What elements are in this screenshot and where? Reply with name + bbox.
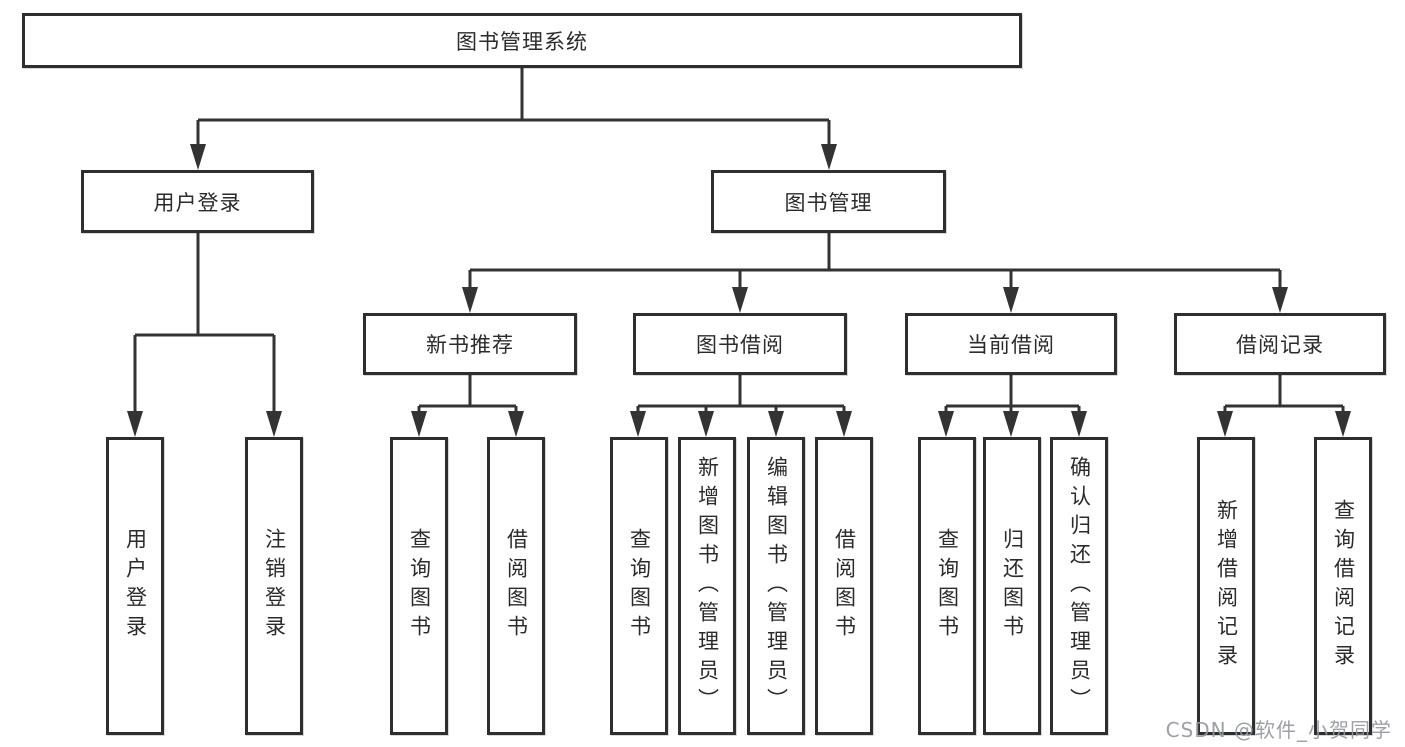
node-borrowing-records: 借阅记录 — [1174, 313, 1386, 375]
node-label: 编辑图书（管理员） — [764, 455, 789, 717]
node-label: 图书借阅 — [696, 333, 784, 357]
node-label: 借阅图书 — [504, 528, 529, 644]
node-label: 归还图书 — [1000, 528, 1025, 644]
node-label: 用户登录 — [123, 528, 148, 644]
arrow-down-icon — [462, 287, 478, 313]
arrow-down-icon — [821, 144, 837, 170]
leaf-return-books: 归还图书 — [983, 437, 1041, 735]
node-current-borrowing: 当前借阅 — [905, 313, 1117, 375]
leaf-borrow-books-recommend: 借阅图书 — [487, 437, 545, 735]
node-label: 借阅图书 — [832, 528, 857, 644]
arrow-down-icon — [1003, 411, 1019, 437]
arrow-down-icon — [1335, 411, 1351, 437]
node-label: 确认归还（管理员） — [1067, 455, 1092, 717]
node-label: 查询图书 — [935, 528, 960, 644]
tree-edges — [133, 68, 1345, 415]
leaf-borrow-books: 借阅图书 — [815, 437, 873, 735]
arrow-down-icon — [127, 411, 143, 437]
csdn-watermark: CSDN @软件_小贺同学 — [1165, 718, 1392, 742]
leaf-logout: 注销登录 — [245, 437, 303, 735]
node-new-book-recommendation: 新书推荐 — [363, 313, 577, 375]
node-label: 新增借阅记录 — [1214, 499, 1239, 673]
arrow-down-icon — [1217, 411, 1233, 437]
arrow-down-icon — [1071, 411, 1087, 437]
node-root-library-system: 图书管理系统 — [22, 13, 1022, 68]
arrow-down-icon — [266, 411, 282, 437]
arrow-down-icon — [630, 411, 646, 437]
node-label: 新书推荐 — [426, 333, 514, 357]
leaf-query-books-borrowing: 查询图书 — [610, 437, 668, 735]
arrow-down-icon — [508, 411, 524, 437]
node-label: 查询图书 — [407, 528, 432, 644]
arrow-down-icon — [938, 411, 954, 437]
arrow-down-icon — [190, 144, 206, 170]
node-user-login-branch: 用户登录 — [81, 170, 314, 233]
node-label: 查询图书 — [627, 528, 652, 644]
arrow-down-icon — [411, 411, 427, 437]
arrow-down-icon — [1272, 287, 1288, 313]
leaf-add-book-admin: 新增图书（管理员） — [678, 437, 736, 735]
arrow-down-icon — [698, 411, 714, 437]
leaf-query-books-current: 查询图书 — [918, 437, 976, 735]
node-label: 查询借阅记录 — [1331, 499, 1356, 673]
node-label: 图书管理系统 — [456, 29, 588, 54]
arrow-down-icon — [836, 411, 852, 437]
arrow-down-icon — [732, 287, 748, 313]
leaf-query-borrow-record: 查询借阅记录 — [1314, 437, 1372, 735]
node-label: 新增图书（管理员） — [695, 455, 720, 717]
node-book-borrowing: 图书借阅 — [633, 313, 847, 375]
node-label: 图书管理 — [784, 190, 873, 215]
node-label: 借阅记录 — [1236, 333, 1324, 357]
arrowhead-icons — [127, 144, 1351, 437]
node-label: 注销登录 — [262, 528, 287, 644]
leaf-query-books-recommend: 查询图书 — [390, 437, 448, 735]
node-book-management-branch: 图书管理 — [711, 170, 946, 233]
arrow-down-icon — [768, 411, 784, 437]
leaf-edit-book-admin: 编辑图书（管理员） — [747, 437, 805, 735]
arrow-down-icon — [1003, 287, 1019, 313]
leaf-add-borrow-record: 新增借阅记录 — [1197, 437, 1255, 735]
leaf-user-login: 用户登录 — [106, 437, 164, 735]
node-label: 当前借阅 — [967, 333, 1055, 357]
node-label: 用户登录 — [153, 190, 242, 215]
leaf-confirm-return-admin: 确认归还（管理员） — [1050, 437, 1108, 735]
